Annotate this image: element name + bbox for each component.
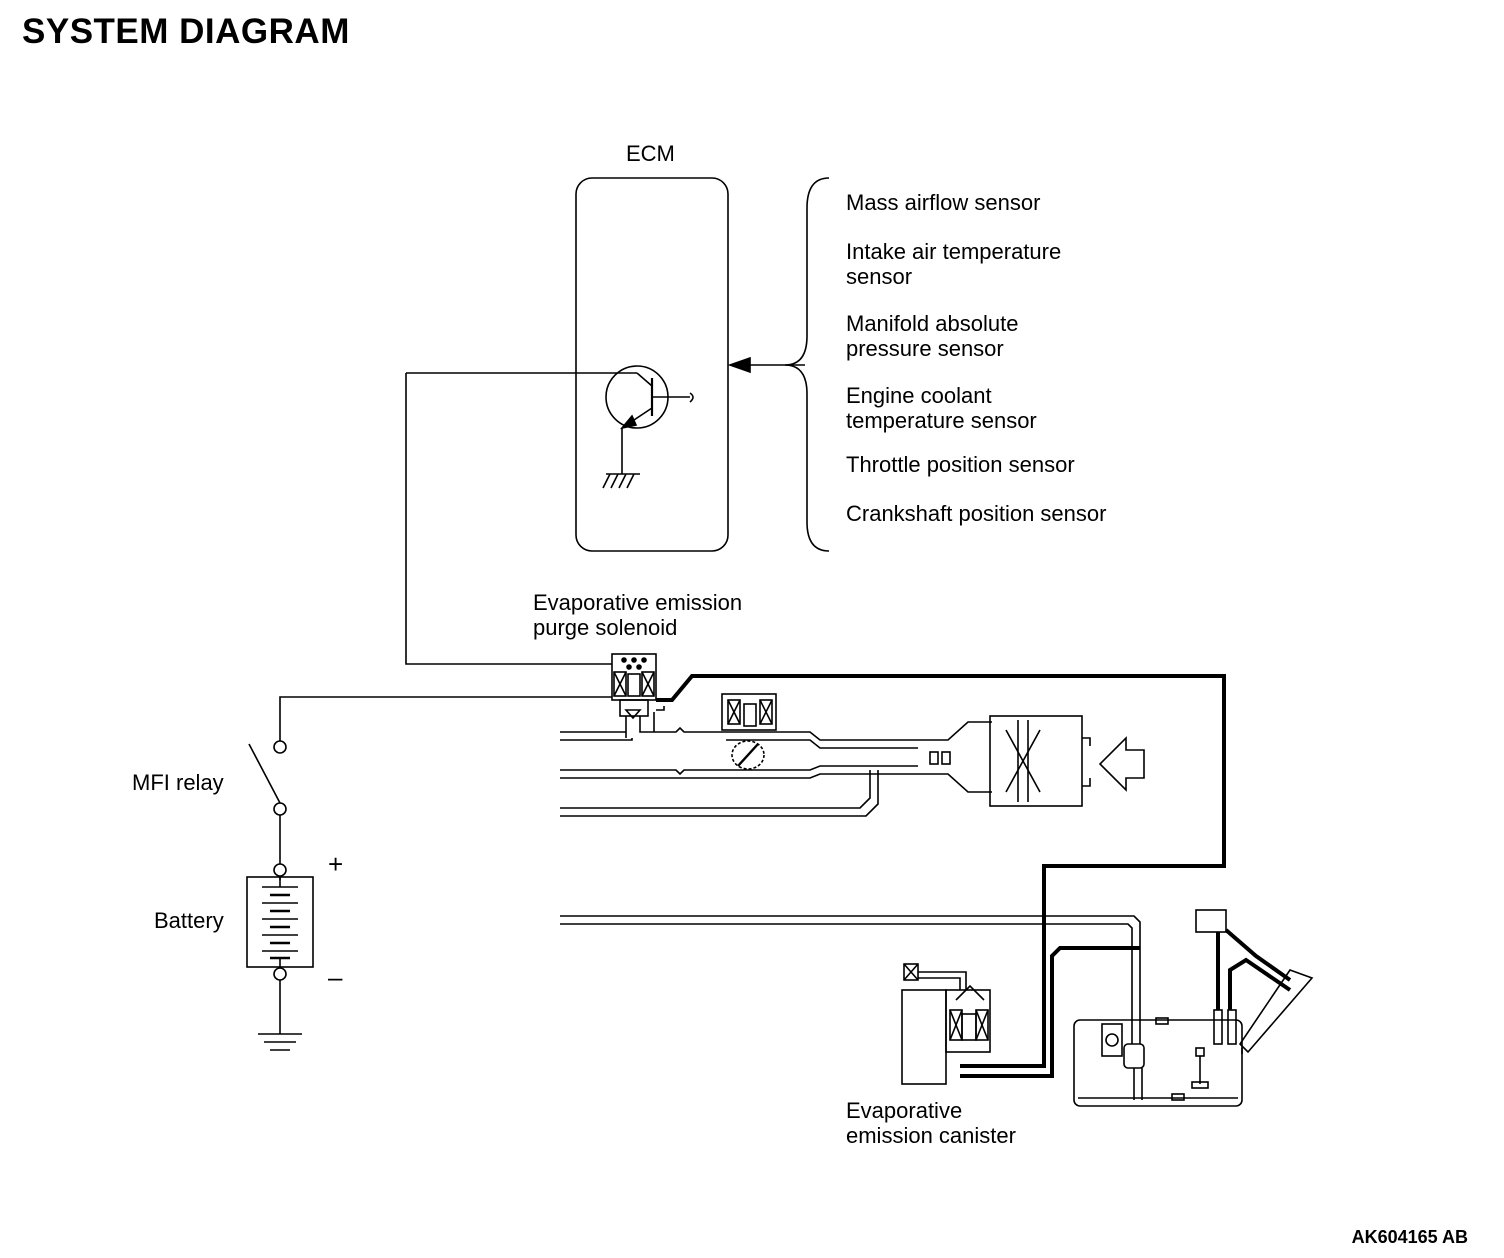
ecm-box xyxy=(575,177,729,552)
purge-solenoid-symbol xyxy=(611,653,657,738)
mfi-relay-symbol xyxy=(248,740,287,880)
intake-system xyxy=(560,674,1226,1068)
sensor-input-arrow xyxy=(727,177,830,552)
sensor-item-throttle-position: Throttle position sensor xyxy=(846,452,1075,477)
battery-plus-sign: + xyxy=(328,849,344,879)
sensor-item-mass-airflow: Mass airflow sensor xyxy=(846,190,1041,215)
battery-minus-sign: – xyxy=(328,962,343,992)
sensor-list: Mass airflow sensor Intake air temperatu… xyxy=(846,190,1106,526)
page-title: SYSTEM DIAGRAM xyxy=(22,12,350,51)
battery-symbol xyxy=(246,876,314,1051)
sensor-item-engine-coolant-temperature: Engine coolant temperature sensor xyxy=(846,383,1037,433)
canister-symbol xyxy=(901,963,991,1085)
transistor-symbol xyxy=(406,365,694,489)
purge-solenoid-label: Evaporative emission purge solenoid xyxy=(533,590,743,640)
figure-code: AK604165 AB xyxy=(1351,1227,1468,1247)
sensor-item-crankshaft-position: Crankshaft position sensor xyxy=(846,501,1107,526)
vapor-lines xyxy=(560,915,1141,1078)
canister-label: Evaporative emission canister xyxy=(846,1098,1016,1148)
sensor-item-manifold-absolute-pressure: Manifold absolute pressure sensor xyxy=(846,311,1019,361)
ecm-label: ECM xyxy=(626,141,675,166)
battery-label: Battery xyxy=(154,908,224,933)
mfi-relay-label: MFI relay xyxy=(132,770,224,795)
fuel-tank-symbol xyxy=(1073,909,1314,1107)
relay-power-wire xyxy=(279,696,612,741)
ecm-control-wire xyxy=(405,373,612,665)
sensor-item-intake-air-temperature: Intake air temperature sensor xyxy=(846,239,1062,289)
